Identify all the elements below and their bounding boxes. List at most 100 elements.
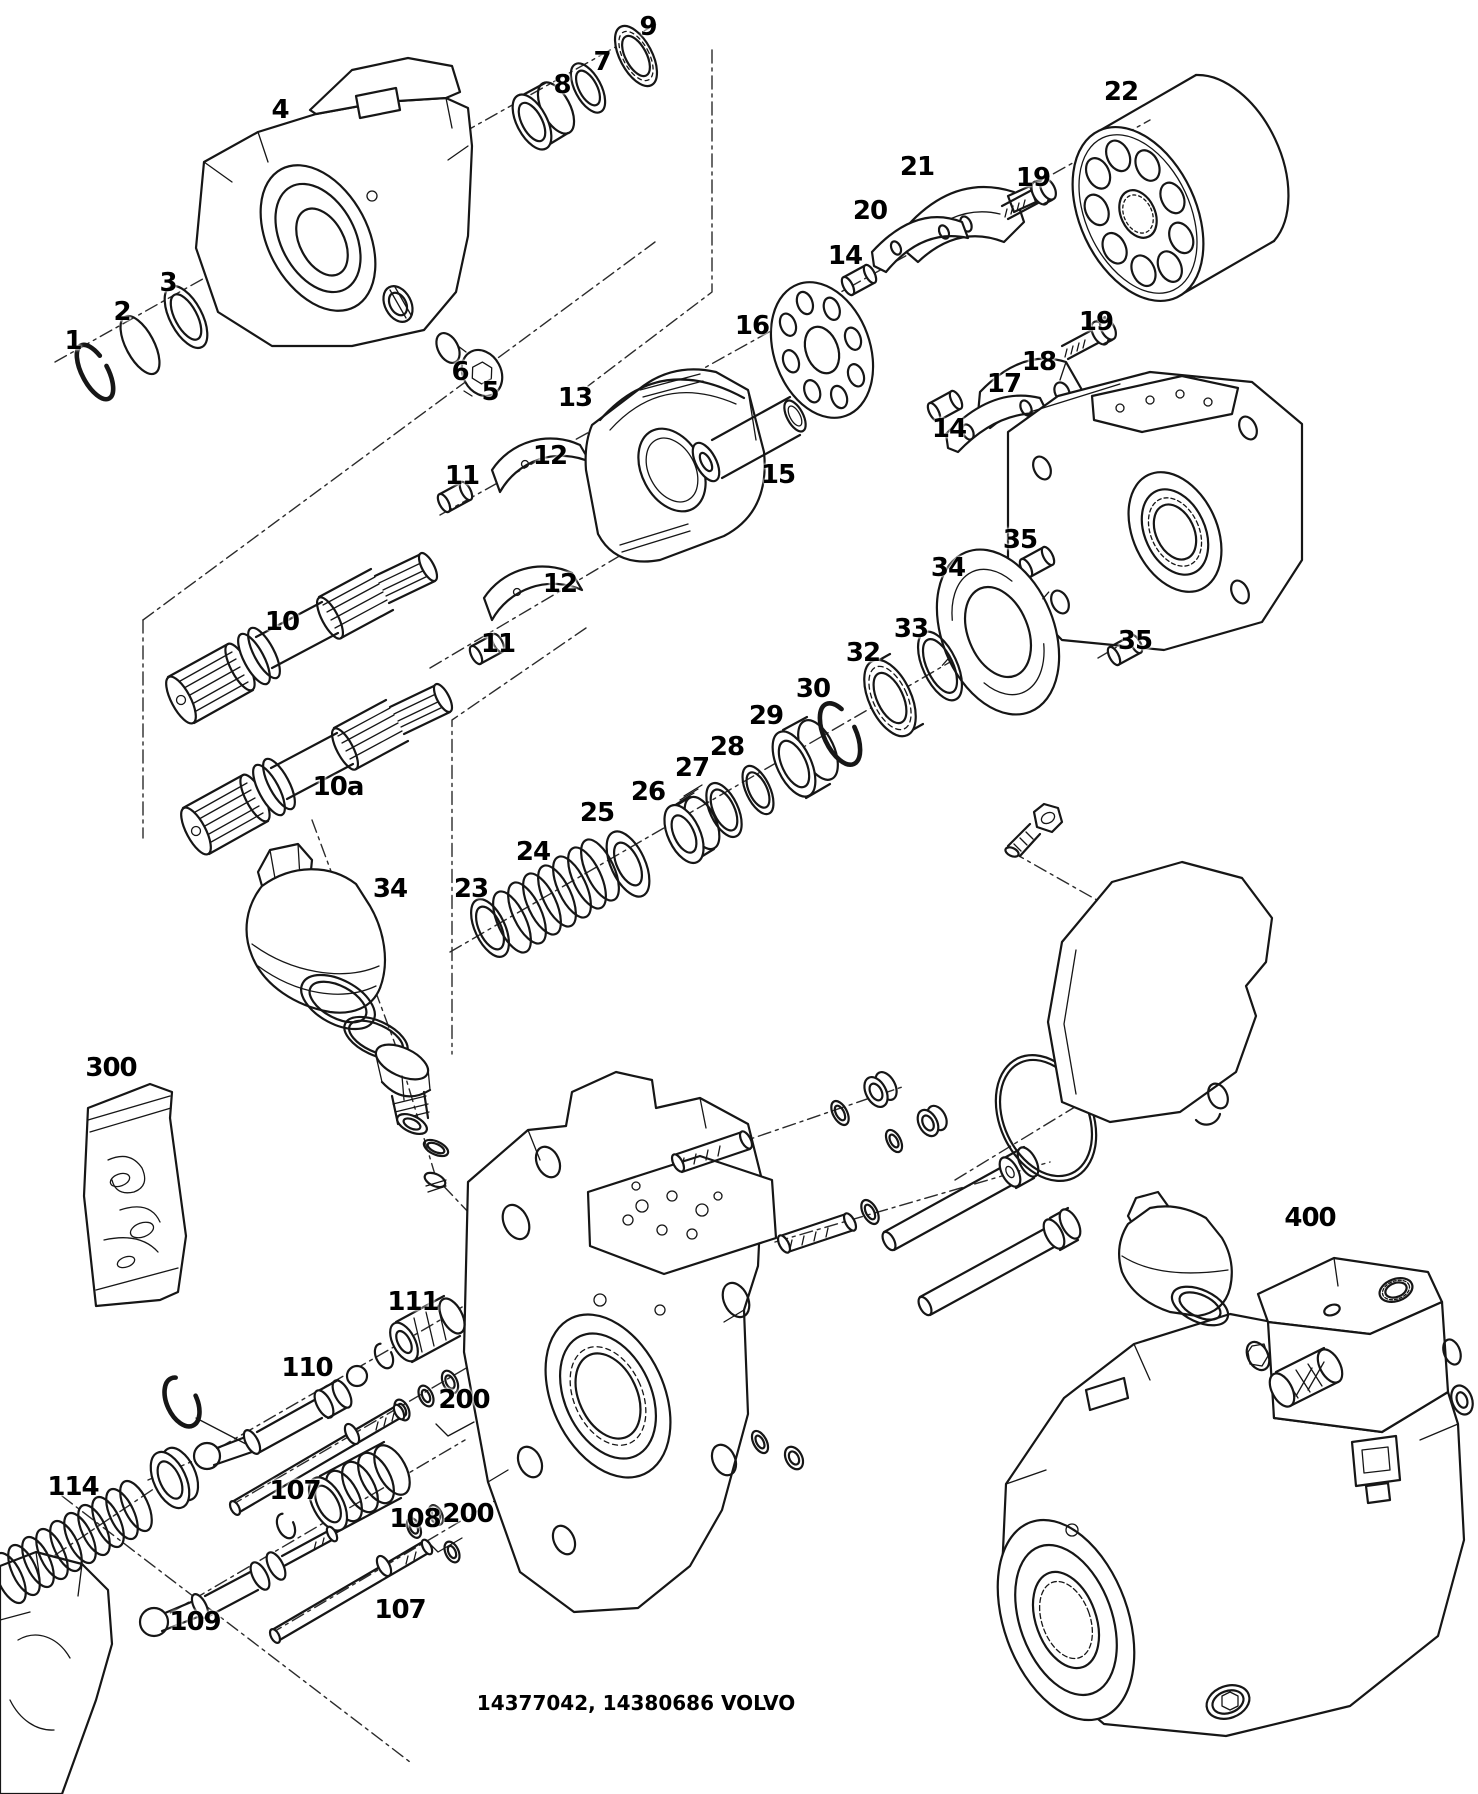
part-label-22: 22 bbox=[1103, 77, 1139, 107]
part-label-109: 109 bbox=[169, 1607, 221, 1637]
part-label-25: 25 bbox=[579, 798, 615, 828]
part-8-bushing bbox=[511, 81, 576, 151]
washers-200b bbox=[405, 1504, 463, 1564]
retaining-clip-c bbox=[275, 1512, 297, 1540]
part-label-35: 35 bbox=[1002, 525, 1038, 555]
part-16-retainer-plate bbox=[769, 281, 875, 419]
part-label-33: 33 bbox=[893, 614, 929, 644]
footer-code: 14377042, 14380686 VOLVO bbox=[476, 1691, 796, 1715]
part-34-valve-plate bbox=[935, 548, 1061, 716]
part-label-7: 7 bbox=[593, 47, 611, 77]
part-label-23: 23 bbox=[453, 874, 489, 904]
part-label-3: 3 bbox=[159, 268, 177, 298]
part-label-12: 12 bbox=[542, 569, 578, 599]
part-1-retaining-ring bbox=[74, 342, 116, 402]
mounting-hardware bbox=[670, 1070, 1082, 1471]
pump-assembly-400 bbox=[996, 1190, 1474, 1738]
part-label-200: 200 bbox=[438, 1385, 490, 1415]
part-109-spool bbox=[138, 1525, 339, 1638]
part-label-200: 200 bbox=[442, 1499, 494, 1529]
part-label-300: 300 bbox=[85, 1053, 137, 1083]
part-label-10a: 10a bbox=[312, 772, 365, 802]
part-label-26: 26 bbox=[630, 777, 666, 807]
part-107-rod-b bbox=[268, 1538, 434, 1644]
part-label-400: 400 bbox=[1284, 1203, 1336, 1233]
part-label-107: 107 bbox=[374, 1595, 426, 1625]
part-label-9: 9 bbox=[639, 12, 657, 42]
part-26-threaded-bushing bbox=[663, 784, 721, 864]
part-label-1: 1 bbox=[64, 326, 82, 356]
part-label-20: 20 bbox=[852, 196, 888, 226]
part-label-13: 13 bbox=[557, 383, 593, 413]
part-label-17: 17 bbox=[986, 369, 1022, 399]
part-label-11: 11 bbox=[444, 461, 480, 491]
accumulator-oring-small bbox=[422, 1138, 450, 1158]
part-label-35: 35 bbox=[1117, 626, 1153, 656]
accumulator-plug-small bbox=[423, 1171, 447, 1193]
accumulator-fitting bbox=[374, 1043, 432, 1136]
part-label-4: 4 bbox=[271, 95, 289, 125]
part-34-accumulator bbox=[245, 842, 386, 1031]
part-label-19: 19 bbox=[1078, 307, 1114, 337]
boundary-lines bbox=[61, 49, 713, 1763]
cover-plate bbox=[1046, 860, 1274, 1126]
part-32-bearing bbox=[863, 652, 925, 738]
part-300-seal-kit-bag bbox=[82, 1082, 188, 1308]
part-28-ring bbox=[741, 764, 775, 816]
spring-seat bbox=[149, 1446, 200, 1510]
part-2-seal-ring bbox=[119, 314, 161, 376]
part-label-6: 6 bbox=[451, 357, 469, 387]
part-4-pump-housing bbox=[194, 56, 474, 348]
partial-pump-corner bbox=[0, 1550, 114, 1794]
part-label-114: 114 bbox=[47, 1472, 99, 1502]
part-22-cylinder-block bbox=[1071, 73, 1290, 303]
part-label-28: 28 bbox=[709, 732, 745, 762]
part-label-34: 34 bbox=[930, 553, 966, 583]
part-6-oring bbox=[435, 332, 461, 364]
retaining-clip-b bbox=[373, 1342, 395, 1370]
part-7-seal-ring bbox=[569, 62, 607, 114]
part-111-plug bbox=[389, 1294, 466, 1364]
part-label-12: 12 bbox=[532, 441, 568, 471]
part-15-pin bbox=[691, 395, 807, 483]
part-label-10: 10 bbox=[264, 607, 300, 637]
part-29-sleeve bbox=[771, 715, 839, 800]
part-label-11: 11 bbox=[480, 629, 516, 659]
part-label-24: 24 bbox=[515, 837, 551, 867]
part-label-2: 2 bbox=[113, 297, 131, 327]
part-label-21: 21 bbox=[899, 152, 935, 182]
part-33-ring bbox=[916, 630, 964, 702]
part-110-spool bbox=[192, 1364, 369, 1471]
part-13-servo-piston bbox=[584, 368, 766, 563]
part-label-15: 15 bbox=[760, 460, 796, 490]
part-label-32: 32 bbox=[845, 638, 881, 668]
part-label-34: 34 bbox=[372, 874, 408, 904]
center-housing bbox=[462, 1070, 778, 1614]
part-label-16: 16 bbox=[734, 311, 770, 341]
part-label-108: 108 bbox=[389, 1504, 441, 1534]
part-label-8: 8 bbox=[553, 70, 571, 100]
part-label-30: 30 bbox=[795, 674, 831, 704]
part-30-snap-ring bbox=[817, 701, 863, 767]
part-label-29: 29 bbox=[748, 701, 784, 731]
part-20-guide-plate bbox=[870, 215, 970, 274]
part-label-111: 111 bbox=[387, 1287, 439, 1317]
part-label-14: 14 bbox=[931, 414, 967, 444]
cover-bolt bbox=[1004, 802, 1064, 858]
part-label-110: 110 bbox=[281, 1353, 333, 1383]
part-9-bearing bbox=[613, 24, 659, 88]
part-label-107: 107 bbox=[269, 1476, 321, 1506]
part-25-washer bbox=[605, 830, 651, 898]
part-114-spring bbox=[0, 1479, 153, 1605]
part-label-18: 18 bbox=[1021, 347, 1057, 377]
part-24-spring bbox=[492, 838, 620, 954]
part-label-5: 5 bbox=[481, 377, 499, 407]
part-5-plug bbox=[457, 345, 504, 398]
part-label-27: 27 bbox=[674, 753, 710, 783]
part-107-rod-a bbox=[228, 1403, 406, 1516]
part-108-sleeve bbox=[307, 1440, 411, 1534]
part-label-19: 19 bbox=[1015, 163, 1051, 193]
